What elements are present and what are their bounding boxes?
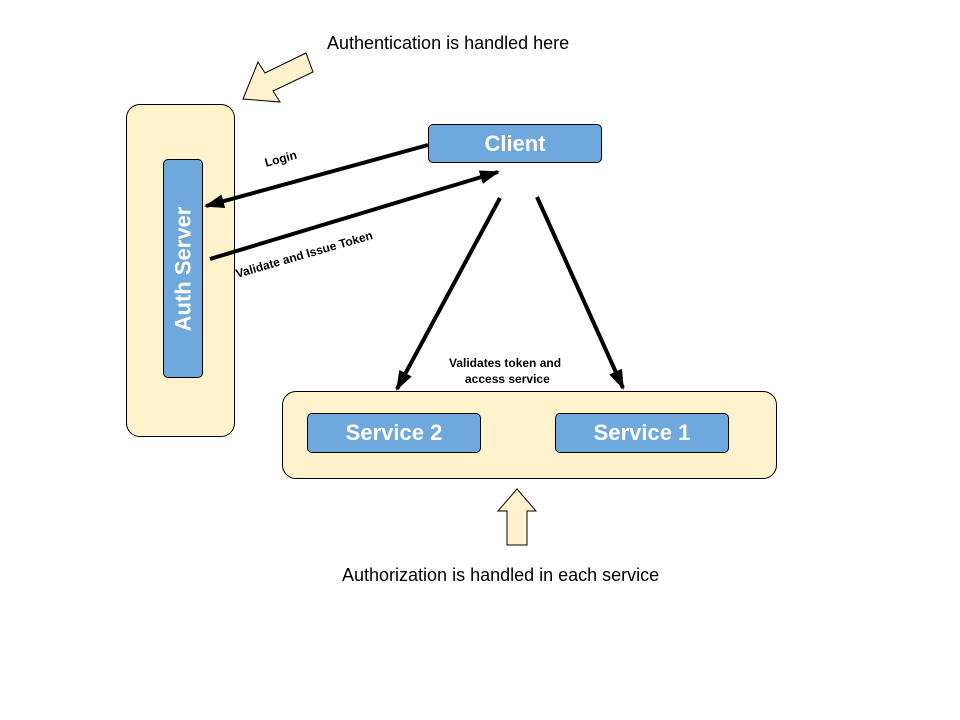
validates-token-label-line-1: Validates token and [449, 356, 562, 370]
auth-server-node: Auth Server [163, 159, 203, 378]
validate-issue-arrow [209, 170, 500, 261]
service-1-node: Service 1 [555, 413, 729, 453]
client-to-service-1-arrow [535, 196, 625, 390]
authorization-pointer-arrow [496, 488, 538, 546]
authentication-caption: Authentication is handled here [327, 33, 570, 53]
login-arrow [204, 143, 429, 208]
service-1-label: Service 1 [593, 420, 691, 445]
service-2-node: Service 2 [307, 413, 481, 453]
authentication-pointer-arrow [242, 52, 314, 103]
service-2-label: Service 2 [345, 420, 443, 445]
client-node: Client [428, 124, 602, 163]
authorization-caption: Authorization is handled in each service [342, 565, 660, 585]
client-label: Client [484, 130, 546, 156]
client-to-service-2-arrow [395, 197, 502, 391]
validates-token-label-line-2: access service [465, 372, 550, 386]
